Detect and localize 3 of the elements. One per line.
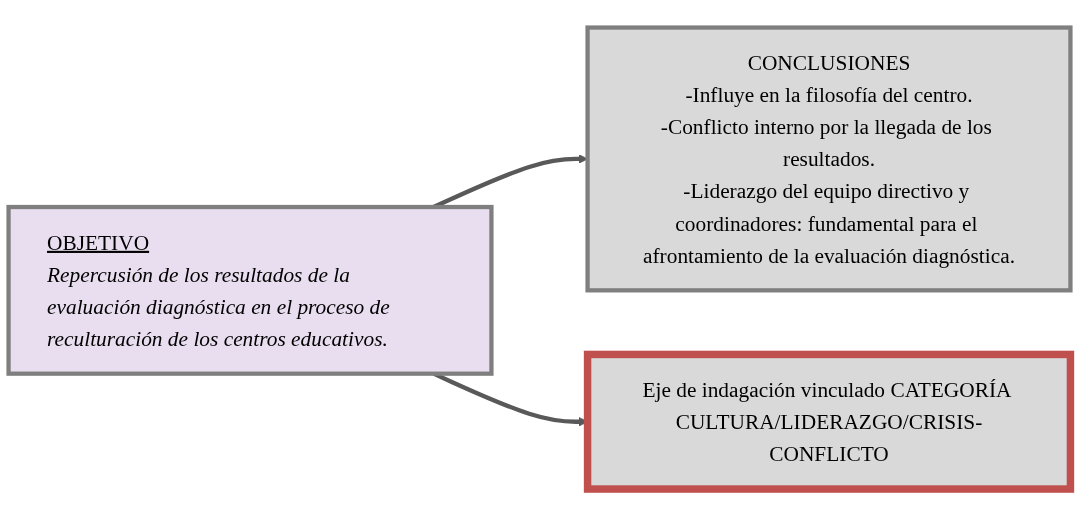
node-box: CONCLUSIONES -Influye en la filosofía del centro. -Conflicto interno por la llegada de los resultados. -Liderazgo del equipo directivo y coordinadores: fundamental para el afrontamiento de la evaluación diagnóstica. — [585, 25, 1073, 293]
node-box: OBJETIVO Repercusión de los resultados de la evaluación diagnóstica en el proceso de reculturación de los centros educativos. — [6, 205, 494, 376]
node-box: Eje de indagación vinculado CATEGORÍA CULTURA/LIDERAZGO/CRISIS-CONFLICTO — [583, 350, 1075, 493]
